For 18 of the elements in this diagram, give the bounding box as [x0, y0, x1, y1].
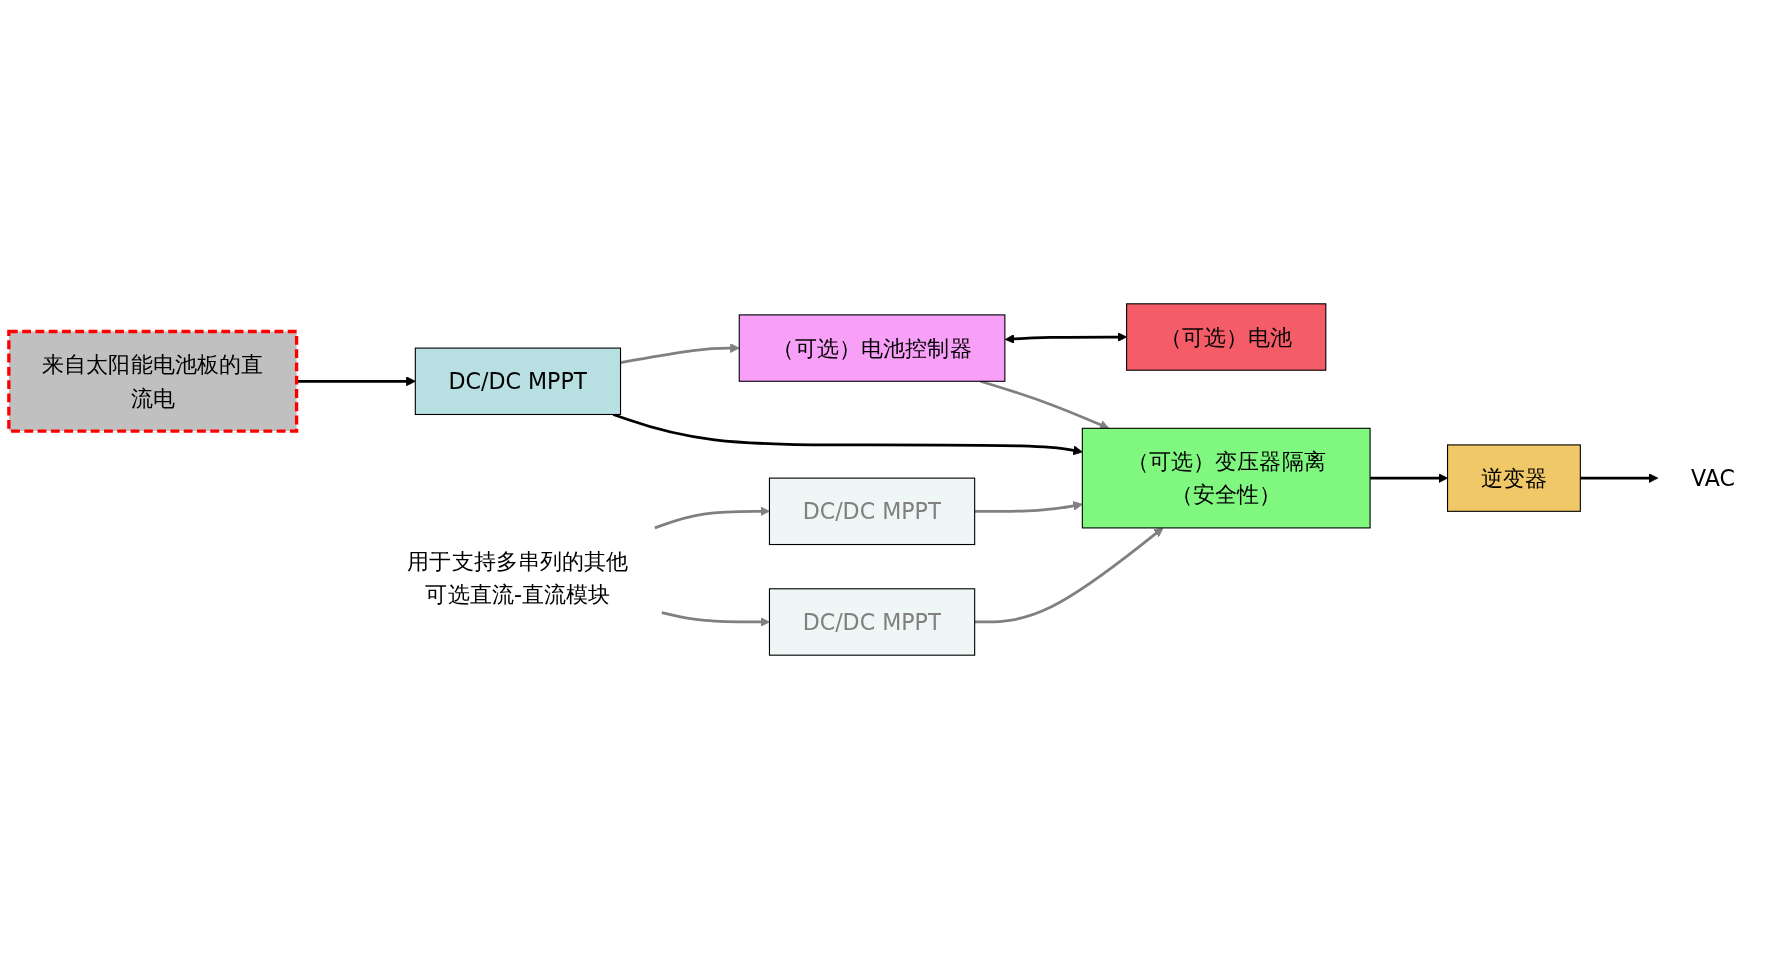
arrow — [1580, 473, 1659, 483]
node-box: 逆变器 — [1447, 444, 1581, 512]
node-box: DC/DC MPPT — [414, 347, 622, 416]
arrow — [654, 506, 770, 530]
node-box: （可选）变压器隔离（安全性） — [1081, 427, 1371, 529]
node-text: 用于支持多串列的其他可选直流-直流模块 — [407, 547, 629, 608]
arrow — [612, 413, 1083, 456]
arrow — [661, 611, 770, 627]
arrow — [1370, 473, 1448, 483]
node-box: DC/DC MPPT — [768, 588, 976, 656]
node-text: VAC — [1691, 464, 1735, 492]
node-box: （可选）电池 — [1126, 303, 1327, 371]
arrow — [974, 527, 1164, 624]
node-box: DC/DC MPPT — [768, 477, 976, 546]
arrow — [620, 343, 740, 364]
arrow — [974, 501, 1083, 513]
node-box: 来自太阳能电池板的直流电 — [7, 329, 299, 433]
node-box: （可选）电池控制器 — [738, 314, 1006, 382]
